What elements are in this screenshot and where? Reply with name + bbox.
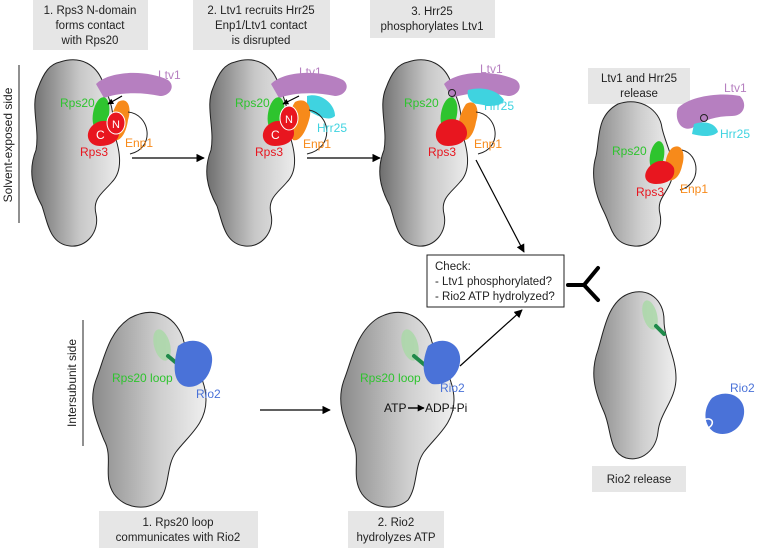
rps20-label: Rps20 xyxy=(235,96,270,110)
enp1-label: Enp1 xyxy=(474,137,502,151)
rps20-faded xyxy=(153,329,171,361)
bottom-step2-line1: 2. Rio2 xyxy=(378,517,414,529)
ltv1-shape xyxy=(96,72,172,98)
hrr25-label: Hrr25 xyxy=(484,99,514,113)
atp-label: ATP xyxy=(384,401,406,415)
rio2-release-box: Rio2 release xyxy=(592,466,686,492)
arrow-step3-to-check xyxy=(475,159,525,253)
enp1-label: Enp1 xyxy=(125,136,153,150)
rps3-n-domain xyxy=(106,111,126,135)
hrr25-label: Hrr25 xyxy=(317,121,347,135)
ltv1-label: Ltv1 xyxy=(299,65,322,79)
rps20-loop-label: Rps20 loop xyxy=(112,371,173,385)
enp1-label: Enp1 xyxy=(303,137,331,151)
arrow-bottom2-to-check xyxy=(459,309,523,367)
particle-bottom2: Rps20 loop Rio2 ATP ADP+Pi xyxy=(340,311,467,508)
bottom-step1-line1: 1. Rps20 loop xyxy=(143,517,214,529)
release-line2: release xyxy=(620,88,658,100)
check-line2: - Ltv1 phosphorylated? xyxy=(435,276,552,288)
rps3-label: Rps3 xyxy=(636,185,664,199)
branch-arrow xyxy=(566,266,600,302)
ltv1-label: Ltv1 xyxy=(158,68,181,82)
rio2-label: Rio2 xyxy=(196,387,221,401)
intersubunit-side-group: Intersubunit side xyxy=(65,320,84,446)
step1-line3: with Rps20 xyxy=(61,35,119,47)
step2-box: 2. Ltv1 recruits Hrr25 Enp1/Ltv1 contact… xyxy=(193,0,330,50)
step1-box: 1. Rps3 N-domain forms contact with Rps2… xyxy=(33,0,148,50)
particle-step1: Ltv1 Rps20 Rps3 Enp1 C N xyxy=(31,59,181,247)
step3-line2: phosphorylates Ltv1 xyxy=(381,21,484,33)
bottom-step1-box: 1. Rps20 loop communicates with Rio2 xyxy=(99,511,258,548)
enp1-loop xyxy=(127,111,148,155)
particle-step2: Ltv1 Rps20 Rps3 Enp1 Hrr25 C N xyxy=(206,59,347,247)
step3-box: 3. Hrr25 phosphorylates Ltv1 xyxy=(370,0,495,38)
intersubunit-side-label: Intersubunit side xyxy=(65,339,79,427)
enp1-label: Enp1 xyxy=(680,182,708,196)
rps20-label: Rps20 xyxy=(60,96,95,110)
bottom-step2-box: 2. Rio2 hydrolyzes ATP xyxy=(348,511,444,548)
rps3-label: Rps3 xyxy=(255,145,283,159)
rps3-n-label: N xyxy=(112,119,120,131)
check-box: Check: - Ltv1 phosphorylated? - Rio2 ATP… xyxy=(426,254,565,308)
particle-step3: Ltv1 Rps20 Rps3 Enp1 Hrr25 xyxy=(379,59,520,247)
hrr25-label: Hrr25 xyxy=(720,127,750,141)
solvent-side-label: Solvent-exposed side xyxy=(1,87,15,202)
free-rio2: Rio2 xyxy=(703,381,755,434)
ltv1-label: Ltv1 xyxy=(480,62,503,76)
step3-line1: 3. Hrr25 xyxy=(411,6,453,18)
particle-rio2-release xyxy=(593,291,677,460)
release-line1: Ltv1 and Hrr25 xyxy=(601,73,677,85)
release-box: Ltv1 and Hrr25 release xyxy=(588,68,690,104)
phospho-mark xyxy=(448,89,456,97)
bottom-step1-line2: communicates with Rio2 xyxy=(116,532,241,544)
step1-line2: forms contact xyxy=(55,20,125,32)
step1-line1: 1. Rps3 N-domain xyxy=(44,5,137,17)
particle-release: Rps20 Rps3 Enp1 xyxy=(593,101,708,247)
rps20-label: Rps20 xyxy=(404,96,439,110)
rps20-label: Rps20 xyxy=(612,144,647,158)
check-line3: - Rio2 ATP hydrolyzed? xyxy=(435,291,555,303)
free-ltv1-hrr25: Ltv1 Hrr25 xyxy=(676,81,750,141)
rps3-label: Rps3 xyxy=(428,145,456,159)
bottom-step2-line2: hydrolyzes ATP xyxy=(356,532,435,544)
rps3-c-label: C xyxy=(271,128,280,142)
rps20-loop-label: Rps20 loop xyxy=(360,371,421,385)
rio2-label: Rio2 xyxy=(440,381,465,395)
solvent-side-group: Solvent-exposed side xyxy=(1,65,20,223)
hrr25-shape xyxy=(307,95,335,119)
rps3-label: Rps3 xyxy=(80,145,108,159)
particle-bottom1: Rps20 loop Rio2 xyxy=(92,311,221,508)
check-line1: Check: xyxy=(435,261,471,273)
step2-line1: 2. Ltv1 recruits Hrr25 xyxy=(207,5,314,17)
rio2-label: Rio2 xyxy=(730,381,755,395)
rio2-release-label: Rio2 release xyxy=(607,474,672,486)
rps3-c-label: C xyxy=(96,128,105,142)
step2-line3: is disrupted xyxy=(232,35,291,47)
adp-label: ADP+Pi xyxy=(425,401,467,415)
step2-line2: Enp1/Ltv1 contact xyxy=(215,20,308,32)
rio2-shape xyxy=(174,340,213,387)
rps3-n-label: N xyxy=(285,114,293,126)
ltv1-label: Ltv1 xyxy=(724,81,747,95)
